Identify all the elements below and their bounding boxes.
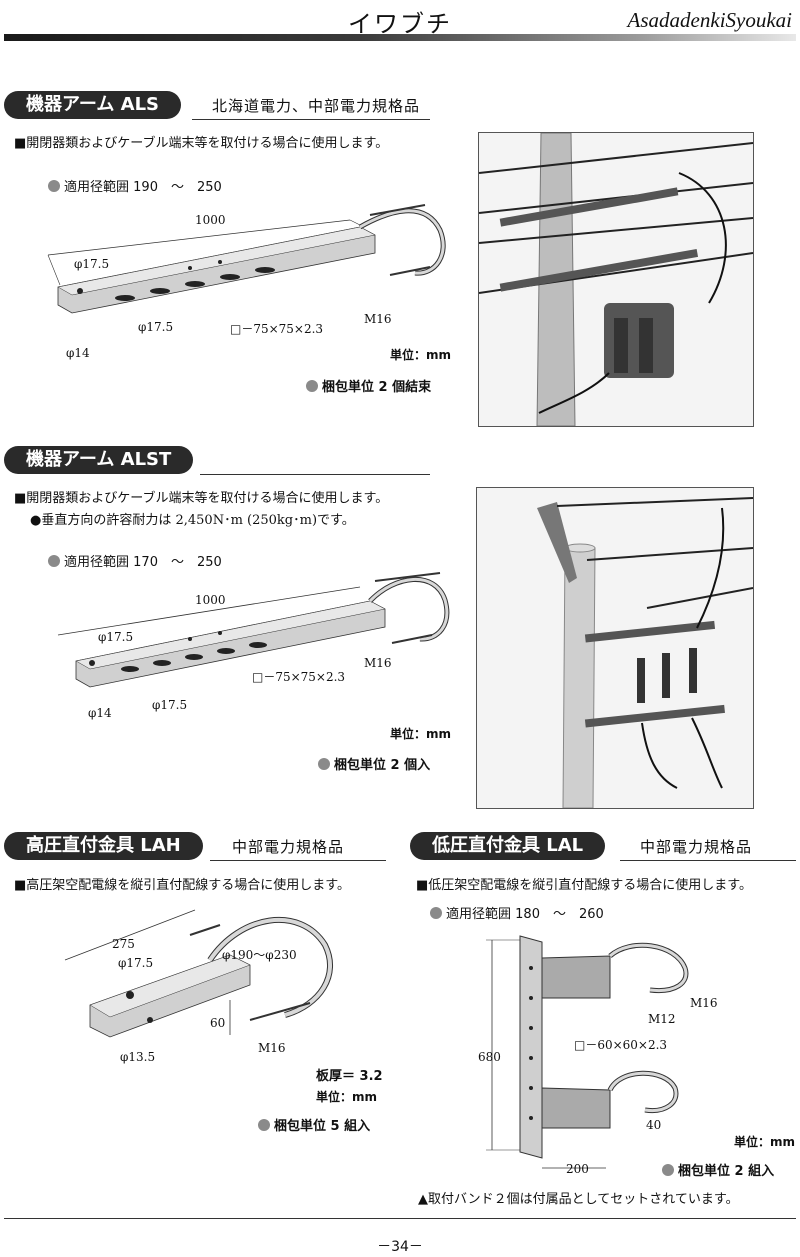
- range-value-alst: 170 ～ 250: [133, 555, 222, 570]
- dim-length-alst: 1000: [195, 593, 226, 607]
- dim-hole2-lah: φ13.5: [120, 1050, 156, 1064]
- section-underline-lah: [210, 860, 386, 861]
- section-heading-lal: 低圧直付金具 LAL: [410, 832, 606, 860]
- dim-bolt-als: M16: [364, 312, 392, 326]
- bullet-icon: [430, 907, 442, 919]
- bullet-icon: [318, 758, 330, 770]
- footer-rule: [4, 1218, 796, 1219]
- bullet-icon: [48, 180, 60, 192]
- range-label-als: 適用径範囲: [64, 180, 130, 195]
- photo-alst: [476, 487, 754, 809]
- dim-40-lal: 40: [646, 1118, 662, 1132]
- packing-als: 梱包単位 2 個結束: [306, 376, 431, 395]
- drawing-lal: [486, 935, 689, 1169]
- dim-200-lal: 200: [566, 1162, 589, 1176]
- bullet-icon: [48, 555, 60, 567]
- dim-hole2-als: φ17.5: [138, 320, 174, 334]
- page-title: イワブチ: [348, 10, 452, 38]
- dim-m16-lal: M16: [690, 996, 718, 1010]
- dim-m12-lal: M12: [648, 1012, 676, 1026]
- dim-hole1-als: φ17.5: [74, 257, 110, 271]
- note-alst: ●垂直方向の許容耐力は 2,450N･m (250kg･m)です。: [30, 513, 355, 528]
- dim-bolt-alst: M16: [364, 656, 392, 670]
- packing-lah: 梱包単位 5 組入: [258, 1115, 370, 1134]
- dim-length-als: 1000: [195, 213, 226, 227]
- range-value-als: 190 ～ 250: [133, 180, 222, 195]
- dim-band-lah: φ190～φ230: [222, 948, 297, 962]
- bullet-icon: [258, 1119, 270, 1131]
- description-alst: ■開閉器類およびケーブル端末等を取付ける場合に使用します。: [14, 491, 389, 506]
- packing-lal: 梱包単位 2 組入: [662, 1160, 774, 1179]
- range-alst: 適用径範囲 170 ～ 250: [48, 551, 222, 570]
- range-label-alst: 適用径範囲: [64, 555, 130, 570]
- drawing-als: [47, 204, 446, 314]
- drawing-alst: [57, 572, 450, 688]
- section-heading-lah: 高圧直付金具 LAH: [4, 832, 203, 860]
- dim-height-lah: 60: [210, 1016, 226, 1030]
- header-rule: [4, 34, 796, 41]
- dim-bolt-lah: M16: [258, 1041, 286, 1055]
- photo-als: [478, 132, 754, 427]
- description-als: ■開閉器類およびケーブル端末等を取付ける場合に使用します。: [14, 136, 389, 151]
- section-subtitle-als: 北海道電力、中部電力規格品: [212, 97, 421, 115]
- section-heading-alst: 機器アーム ALST: [4, 446, 194, 474]
- page-number: －34－: [377, 1239, 423, 1255]
- unit-alst: 単位：mm: [390, 727, 452, 741]
- dim-hole3-alst: φ14: [88, 706, 112, 720]
- dim-section-als: □－75×75×2.3: [230, 322, 324, 336]
- range-value-lal: 180 ～ 260: [515, 907, 604, 922]
- range-lal: 適用径範囲 180 ～ 260: [430, 903, 604, 922]
- section-underline-lal: [620, 860, 796, 861]
- packing-alst: 梱包単位 2 個入: [318, 754, 430, 773]
- description-lah: ■高圧架空配電線を縦引直付配線する場合に使用します。: [14, 878, 350, 893]
- dim-hole1-lah: φ17.5: [118, 956, 154, 970]
- description-lal: ■低圧架空配電線を縦引直付配線する場合に使用します。: [416, 878, 752, 893]
- section-subtitle-lal: 中部電力規格品: [640, 838, 753, 856]
- section-heading-als: 機器アーム ALS: [4, 91, 182, 119]
- dim-hole3-als: φ14: [66, 346, 90, 360]
- bullet-icon: [306, 380, 318, 392]
- unit-lah: 単位：mm: [316, 1090, 378, 1104]
- footnote-lal: ▲取付バンド２個は付属品としてセットされています。: [418, 1192, 739, 1207]
- unit-als: 単位：mm: [390, 348, 452, 362]
- section-underline-als: [192, 119, 430, 120]
- section-subtitle-lah: 中部電力規格品: [232, 838, 345, 856]
- drawing-lah: [64, 909, 333, 1038]
- unit-lal: 単位：mm: [734, 1135, 796, 1149]
- thickness-lah: 板厚＝ 3.2: [316, 1069, 383, 1084]
- dim-length-lal: 680: [478, 1050, 501, 1064]
- range-label-lal: 適用径範囲: [446, 907, 512, 922]
- dim-hole2-alst: φ17.5: [152, 698, 188, 712]
- dim-length-lah: 275: [112, 937, 135, 951]
- bullet-icon: [662, 1164, 674, 1176]
- brand-name: AsadadenkiSyoukai: [627, 8, 792, 32]
- dim-section-alst: □－75×75×2.3: [252, 670, 346, 684]
- range-als: 適用径範囲 190 ～ 250: [48, 176, 222, 195]
- dim-hole1-alst: φ17.5: [98, 630, 134, 644]
- dim-section-lal: □－60×60×2.3: [574, 1038, 668, 1052]
- section-underline-alst: [200, 474, 430, 475]
